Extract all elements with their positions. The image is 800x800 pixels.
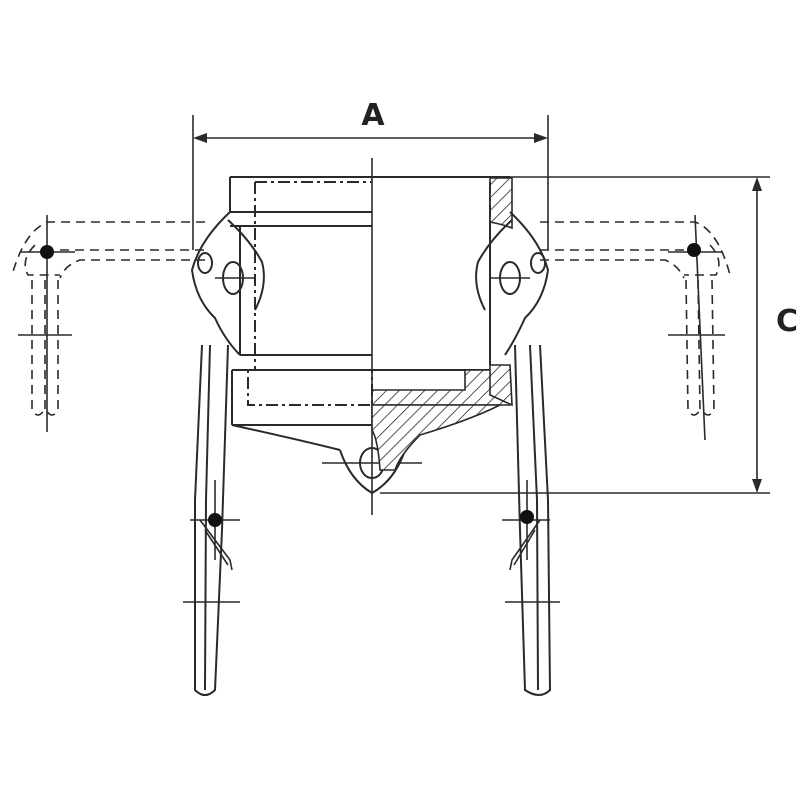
coupler-body xyxy=(229,176,510,495)
right-cam-arm-open-phantom xyxy=(540,214,731,441)
hatched-section xyxy=(371,177,513,471)
dimension-a: A xyxy=(192,98,549,250)
dimension-c: C xyxy=(380,176,798,494)
dimension-c-label: C xyxy=(776,304,798,339)
left-arm-pin xyxy=(208,513,222,527)
left-cam-arm xyxy=(183,211,265,696)
left-open-pin xyxy=(40,245,54,259)
left-cam-arm-open-phantom xyxy=(11,215,205,432)
right-arm-pin xyxy=(520,510,534,524)
seal-phantom xyxy=(247,181,491,406)
dimension-a-label: A xyxy=(361,98,385,133)
right-open-pin xyxy=(687,243,701,257)
right-cam-arm xyxy=(475,211,560,696)
